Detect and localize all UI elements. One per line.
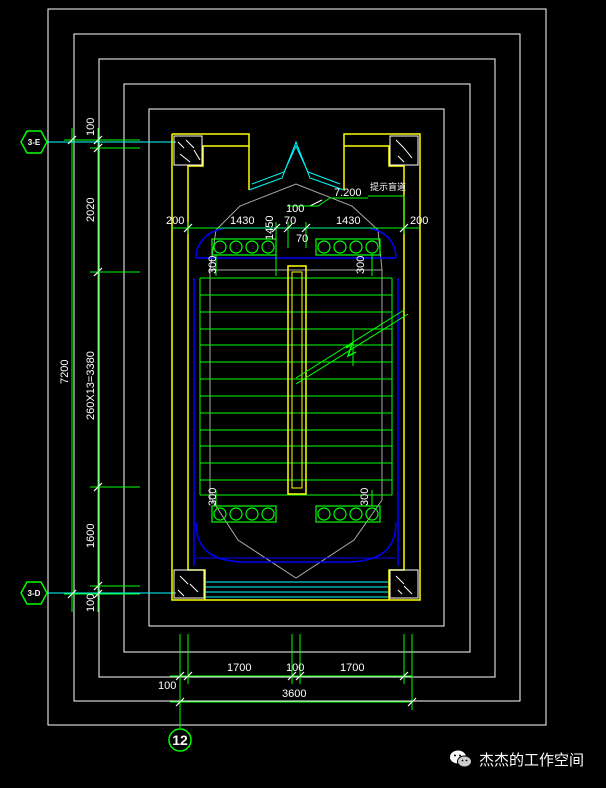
dim-rail-br: 300 [359, 488, 371, 506]
dim-gap-a: 70 [284, 215, 296, 227]
axis-bubble-bottom: 3-D [20, 581, 48, 605]
frame-3 [98, 58, 496, 678]
handrails [193, 227, 399, 566]
frame-2 [73, 33, 521, 702]
left-dimension-ticks [67, 135, 103, 599]
window-symbol [248, 140, 345, 191]
dim-bottom-total: 3600 [282, 688, 306, 700]
dim-rail-tr: 300 [355, 256, 367, 274]
wechat-icon [450, 750, 472, 768]
bottom-dimension-ticks [175, 671, 417, 707]
dim-bottom-small: 100 [85, 594, 97, 612]
dim-lower: 1600 [85, 524, 97, 548]
dim-gap-b: 70 [296, 233, 308, 245]
axis-label-bottom: 3-D [28, 589, 41, 598]
wall-columns [173, 135, 419, 599]
top-dimension-lines [172, 195, 420, 506]
axis-label-top: 3-E [28, 138, 41, 147]
grid-bubble-12: 12 [168, 728, 192, 752]
level-mark: 7.200 [334, 187, 362, 199]
dim-landing: 1450 [264, 216, 276, 240]
axis-bubble-top: 3-E [20, 130, 48, 154]
dim-bottom-left: 1700 [227, 662, 251, 674]
dim-flight: 260X13=3380 [85, 351, 97, 420]
landing-outline [209, 183, 383, 579]
dim-bottom-right: 1700 [340, 662, 364, 674]
dim-top-small: 100 [85, 118, 97, 136]
dim-left-width: 1430 [230, 215, 254, 227]
stair-treads [199, 277, 393, 496]
dim-right-width: 1430 [336, 215, 360, 227]
frame-4 [123, 83, 471, 653]
frame-1 [47, 8, 547, 726]
dim-total: 7200 [59, 360, 71, 384]
dim-rail-bl: 300 [207, 488, 219, 506]
bottom-dimension-lines [170, 634, 413, 728]
dim-left-wall: 200 [166, 215, 184, 227]
dim-right-wall: 200 [410, 215, 428, 227]
direction-arrow [295, 309, 409, 385]
note-tactile: 提示盲道 [370, 181, 406, 192]
dim-bottom-offset: 100 [158, 680, 176, 692]
entrance-steps [206, 581, 388, 598]
dim-step-100: 100 [286, 203, 304, 215]
dim-rail-tl: 300 [207, 256, 219, 274]
frame-5 [148, 108, 445, 627]
watermark-text: 杰杰的工作空间 [479, 751, 585, 769]
dim-bottom-middle: 100 [286, 662, 304, 674]
top-dimension-ticks [183, 223, 409, 233]
stair-walls [171, 133, 421, 601]
watermark: 杰杰的工作空间 [449, 746, 584, 772]
grid-label-12: 12 [172, 732, 188, 748]
dim-upper: 2020 [85, 198, 97, 222]
outer-frames [47, 8, 547, 726]
